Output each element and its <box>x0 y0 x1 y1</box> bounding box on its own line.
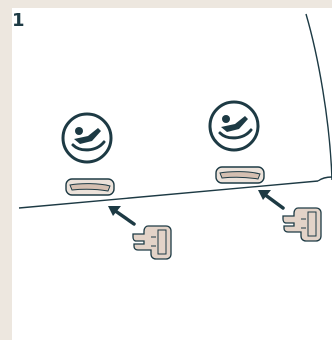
step-number: 1 <box>12 10 25 31</box>
baby-seat-icon <box>208 100 260 152</box>
baby-seat-icon <box>61 112 113 164</box>
seat-corner-curve <box>317 176 332 182</box>
connector-clip <box>282 207 322 242</box>
isofix-slot <box>65 178 115 196</box>
instruction-panel <box>12 8 332 340</box>
connector-clip <box>132 225 172 260</box>
seat-back-outline <box>305 13 332 181</box>
seat-bottom-line <box>18 180 319 209</box>
arrow-up-left <box>258 190 285 210</box>
arrow-up-left <box>108 206 136 226</box>
isofix-slot <box>215 166 265 184</box>
